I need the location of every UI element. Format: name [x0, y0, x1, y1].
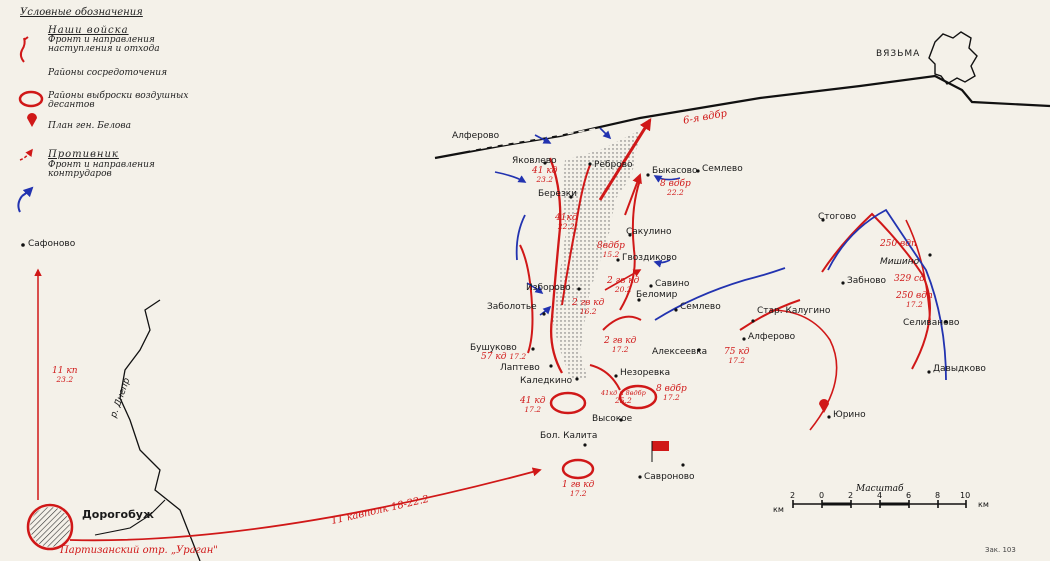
legend-drop-zones: Районы выброски воздушных десантов [14, 90, 214, 111]
village-selivanovo: Селиваново [903, 318, 960, 328]
soviet-front-lines [519, 157, 931, 431]
legend-enemy-text: Фронт и направления контрударов [48, 159, 155, 180]
village-dots [531, 161, 948, 479]
concentration-areas [26, 384, 658, 551]
village-zabolotye: Заболотье [487, 302, 537, 312]
dorogobuzh-hatch [30, 507, 70, 547]
village-alferovo-north: Алферово [452, 131, 500, 141]
dnieper-river [119, 299, 201, 561]
enemy-counterattack-arrows [494, 127, 681, 316]
village-zabnovo: Забново [847, 276, 887, 286]
village-belomir: Беломир [636, 290, 678, 300]
scale-tick-6: 10 [960, 491, 971, 500]
village-mishino: Мишино [880, 257, 920, 267]
village-kaledkino: Каледкино [520, 376, 573, 386]
scale-km-right: км [978, 500, 989, 509]
scale-tick-1: 0 [819, 491, 825, 500]
railway [434, 74, 1050, 160]
scale-tick-5: 8 [935, 491, 941, 500]
scale-tick-2: 2 [848, 491, 854, 500]
breakthrough-corridor [552, 130, 640, 380]
unit-329sd: 329 сд [894, 274, 925, 284]
flag-icon [651, 441, 669, 462]
village-davydkovo: Давыдково [933, 364, 986, 374]
village-alekseevka: Алексеевка [652, 347, 708, 357]
village-star-kalugino: Стар. Калугино [757, 306, 831, 316]
legend-our-troops-text: Фронт и направления наступления и отхода [48, 35, 160, 55]
legend-belov-plan: План ген. Белова [14, 121, 214, 136]
vyazma-outline [928, 31, 978, 85]
scale-title: Масштаб [856, 484, 904, 494]
legend-concentration-text: Районы сосредоточения [48, 67, 168, 78]
village-yakovlevo: Яковлево [512, 156, 557, 166]
village-savino: Савино [655, 279, 690, 289]
scale-tick-0: 2 [790, 491, 796, 500]
village-laptevo: Лаптево [500, 363, 540, 373]
village-vysokoe: Высокое [592, 414, 633, 424]
label-partisans: Партизанский отр. „Ураган" [60, 545, 218, 556]
village-bol-kalita: Бол. Калита [540, 431, 598, 441]
village-gvozdikovo: Гвоздиково [622, 253, 677, 263]
scale-tick-4: 6 [906, 491, 912, 500]
dnieper-river-south [94, 499, 166, 536]
village-yurino: Юрино [833, 410, 866, 420]
village-savronovo: Савроново [644, 472, 695, 482]
caption: Зак. 103 [985, 546, 1016, 554]
unit-250vdp-top: 250 вдп [880, 239, 917, 249]
legend-belov-plan-text: План ген. Белова [48, 121, 131, 132]
town-dorogobuzh: Дорогобуж [82, 508, 154, 521]
scale-tick-3: 4 [877, 491, 883, 500]
yurino-drop-zone-icon [819, 399, 829, 413]
legend-symbols [17, 36, 44, 247]
legend-title: Условные обозначения [20, 7, 143, 18]
enemy-front-lines [515, 208, 947, 381]
legend: Условные обозначения Наши войска Фронт и… [14, 7, 214, 189]
village-sakulino: Сакулино [626, 227, 672, 237]
village-berezki: Березки [538, 189, 578, 199]
village-semlevo-south: Семлево [680, 302, 721, 312]
village-nezorevka: Незоревка [620, 368, 671, 378]
town-vyazma: ВЯЗЬМА [876, 49, 921, 59]
village-izborovo: Изборово [526, 283, 571, 293]
village-bykasovo: Быкасово [652, 166, 698, 176]
soviet-advance-arrows [34, 117, 652, 542]
village-bushukovo: Бушуково [470, 343, 517, 353]
town-safonovo: Сафоново [28, 239, 76, 249]
scale-bar-graphic [792, 500, 967, 508]
village-rebrovo: Реброво [594, 160, 633, 170]
village-alferovo-south: Алферово [748, 332, 796, 342]
scale-km-left: км [773, 505, 784, 514]
village-semlevo-north: Семлево [702, 164, 743, 174]
legend-enemy: Противник Фронт и направления контрударо… [14, 150, 214, 179]
legend-drop-zones-text: Районы выброски воздушных десантов [48, 90, 189, 110]
legend-concentration: Районы сосредоточения [14, 67, 214, 83]
legend-our-troops: Наши войска Фронт и направления наступле… [14, 24, 214, 60]
legend-enemy-heading: Противник [48, 149, 119, 161]
legend-our-troops-heading: Наши войска [48, 24, 129, 36]
village-stogovo: Стогово [818, 212, 857, 222]
